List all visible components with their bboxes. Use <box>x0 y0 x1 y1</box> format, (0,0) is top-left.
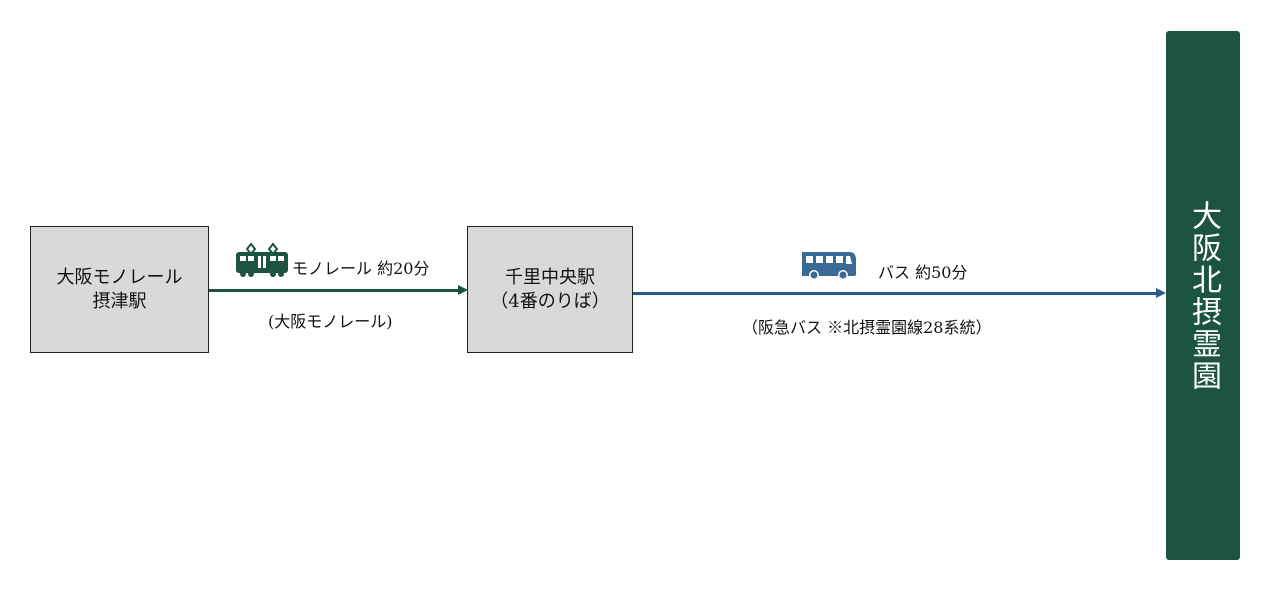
bus-arrow <box>633 292 1157 295</box>
bus-line-name: （阪急バス ※北摂霊園線28系統） <box>742 318 992 337</box>
station-mid-line1: 千里中央駅 <box>504 266 595 288</box>
station-mid: 千里中央駅（4番のりば） <box>467 226 633 353</box>
station-start-line2: 摂津駅 <box>92 290 147 312</box>
bus-icon <box>802 252 856 280</box>
station-mid-line2: （4番のりば） <box>490 290 610 312</box>
train-icon <box>236 242 288 277</box>
monorail-arrowhead <box>458 285 468 295</box>
station-start: 大阪モノレール摂津駅 <box>30 226 209 353</box>
destination-box: 大阪北摂霊園 <box>1166 31 1240 560</box>
station-start-line1: 大阪モノレール <box>56 266 183 288</box>
monorail-line-name: (大阪モノレール) <box>268 312 393 331</box>
monorail-arrow <box>209 289 459 292</box>
bus-arrowhead <box>1156 288 1166 298</box>
monorail-time-label: モノレール 約20分 <box>292 259 430 278</box>
bus-time-label: バス 約50分 <box>878 263 968 282</box>
